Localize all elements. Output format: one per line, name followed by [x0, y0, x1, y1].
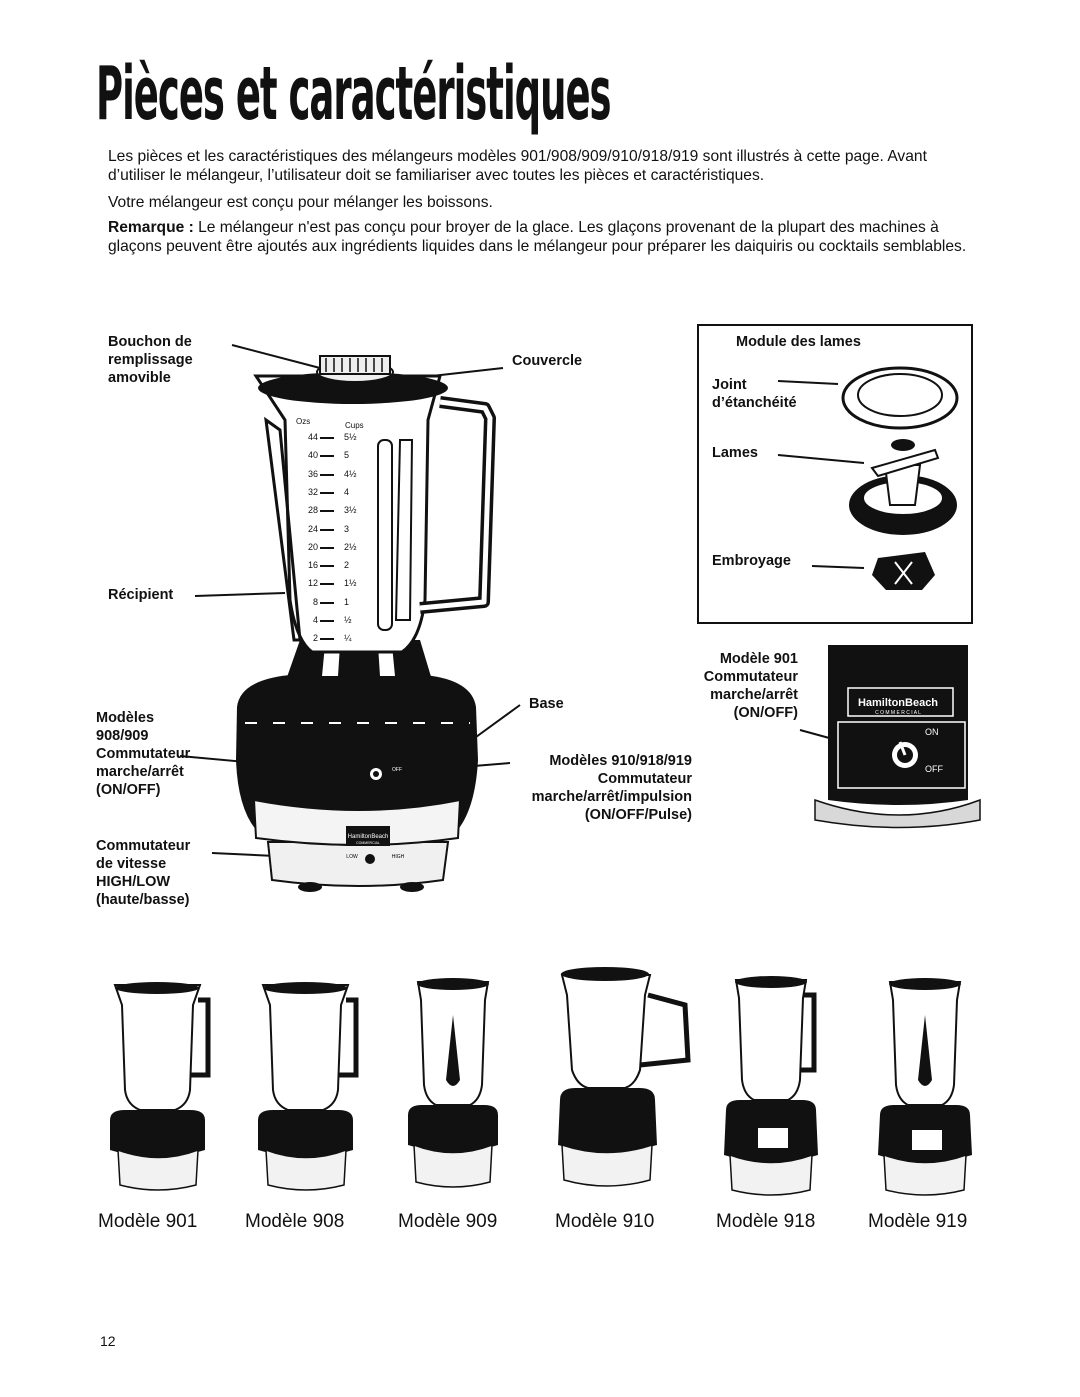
label-lid: Couvercle: [512, 353, 583, 369]
jar-scale-tick: [320, 455, 334, 458]
gasket-illustration: [841, 366, 959, 430]
blender-jar-illustration: [253, 355, 496, 654]
jar-scale-cups: 3½: [344, 505, 357, 516]
jar-cups-header: Cups: [345, 421, 364, 430]
label-speed-switch: Commutateur de vitesse HIGH/LOW (haute/b…: [96, 838, 191, 908]
jar-scale-cups: ¼: [344, 633, 352, 644]
jar-scale-tick: [320, 437, 334, 439]
panel-brand-sub: C O M M E R C I A L: [875, 710, 921, 716]
base-panel-high: HIGH: [392, 854, 405, 860]
jar-scale-row: 20 2½: [290, 542, 360, 554]
jar-scale-tick: [320, 491, 334, 494]
jar-scale-tick: [320, 510, 334, 513]
jar-scale-cups: 2½: [344, 541, 357, 552]
caption-model-909: Modèle 909: [398, 1211, 498, 1232]
jar-scale-row: 40 5: [290, 450, 360, 462]
caption-model-910: Modèle 910: [555, 1211, 655, 1232]
base-panel-off: OFF: [392, 767, 402, 773]
caption-model-918: Modèle 918: [716, 1211, 816, 1232]
thumb-919: [878, 978, 972, 1196]
note-text: Le mélangeur n'est pas conçu pour broyer…: [108, 219, 967, 255]
jar-scale-ozs: 4: [312, 615, 318, 625]
jar-scale-tick: [320, 546, 334, 549]
jar-scale-ozs: 40: [307, 450, 318, 461]
jar-scale-row: 16 2: [290, 560, 360, 572]
jar-scale-cups: 5½: [344, 432, 357, 442]
panel-brand: HamiltonBeach: [858, 697, 938, 709]
jar-scale-cups: 4: [344, 486, 350, 497]
label-switch-910-918-919: Modèles 910/918/919 Commutateur marche/a…: [531, 753, 692, 823]
jar-scale-row: 44 5½: [290, 432, 360, 444]
blades-illustration: [849, 439, 957, 535]
caption-model-908: Modèle 908: [245, 1211, 345, 1232]
jar-scale-ozs: 36: [307, 468, 318, 479]
jar-scale-cups: ½: [344, 615, 352, 625]
intro-paragraph: Les pièces et les caractéristiques des m…: [108, 148, 927, 184]
jar-scale-tick: [320, 473, 334, 476]
label-gasket: Joint d’étanchéité: [712, 377, 797, 411]
base-panel-low: LOW: [346, 854, 358, 860]
blade-module-title: Module des lames: [736, 334, 861, 350]
thumb-918: [724, 976, 818, 1196]
model-thumbnails: [110, 967, 972, 1196]
base-panel-brand: HamiltonBeach: [348, 834, 389, 840]
jar-scale-tick: [320, 620, 334, 622]
thumb-909: [408, 978, 498, 1188]
label-blades: Lames: [712, 445, 758, 461]
jar-scale-row: 32 4: [290, 487, 360, 499]
jar-scale-tick: [320, 565, 334, 568]
jar-scale-tick: [320, 583, 334, 586]
jar-scale-ozs: 20: [307, 541, 318, 552]
label-model-901-switch: Modèle 901 Commutateur marche/arrêt (ON/…: [703, 651, 798, 721]
purpose-paragraph: Votre mélangeur est conçu pour mélanger …: [108, 194, 493, 211]
note-paragraph: Remarque : Le mélangeur n'est pas conçu …: [108, 218, 980, 256]
label-clutch: Embroyage: [712, 553, 791, 569]
jar-scale-cups: 4½: [344, 468, 357, 479]
thumb-908: [258, 982, 359, 1191]
note-label: Remarque :: [108, 219, 194, 236]
jar-scale-cups: 1: [344, 596, 350, 607]
model-901-switch-panel: HamiltonBeach C O M M E R C I A L ON OFF: [814, 645, 981, 829]
jar-scale-ozs: 44: [307, 432, 318, 442]
caption-model-901: Modèle 901: [98, 1211, 198, 1232]
jar-scale-ozs: 2: [312, 633, 318, 644]
jar-scale-tick: [320, 638, 334, 641]
jar-ozs-header: Ozs: [296, 417, 311, 426]
base-panel-brand-sub: COMMERCIAL: [356, 841, 380, 845]
jar-scale-ozs: 24: [307, 523, 318, 534]
jar-scale-row: 28 3½: [290, 505, 360, 517]
thumb-910: [558, 967, 691, 1187]
panel-off: OFF: [925, 764, 943, 774]
jar-scale-row: 24 3: [290, 524, 360, 536]
label-switch-908-909: Modèles 908/909 Commutateur marche/arrêt…: [96, 710, 191, 798]
jar-scale-row: 12 1½: [290, 578, 360, 590]
jar-scale-cups: 5: [344, 450, 350, 461]
jar-scale-ozs: 32: [307, 486, 318, 497]
jar-scale-ozs: 8: [312, 596, 318, 607]
jar-scale-cups: 1½: [344, 578, 357, 589]
page-title: Pièces et caractéristiques: [96, 51, 612, 137]
page-number: 12: [100, 1333, 116, 1349]
jar-scale-tick: [320, 528, 334, 531]
clutch-illustration: [872, 552, 935, 590]
jar-scale-ozs: 12: [307, 578, 318, 589]
label-lid-plug: Bouchon de remplissage amovible: [108, 334, 193, 386]
jar-scale-tick: [320, 601, 334, 604]
panel-on: ON: [925, 727, 939, 737]
jar-scale-cups: 2: [344, 560, 350, 571]
thumb-901: [110, 982, 211, 1191]
jar-scale-row: 36 4½: [290, 469, 360, 481]
jar-scale-ozs: 28: [307, 505, 318, 516]
jar-scale-cups: 3: [344, 523, 350, 534]
jar-scale-ozs: 16: [307, 560, 318, 571]
label-container: Récipient: [108, 587, 174, 603]
blender-base-illustration: HamiltonBeach COMMERCIAL LOW HIGH OFF: [236, 640, 478, 892]
label-base: Base: [529, 696, 564, 712]
caption-model-919: Modèle 919: [868, 1211, 968, 1232]
blade-module-box: [697, 324, 973, 624]
